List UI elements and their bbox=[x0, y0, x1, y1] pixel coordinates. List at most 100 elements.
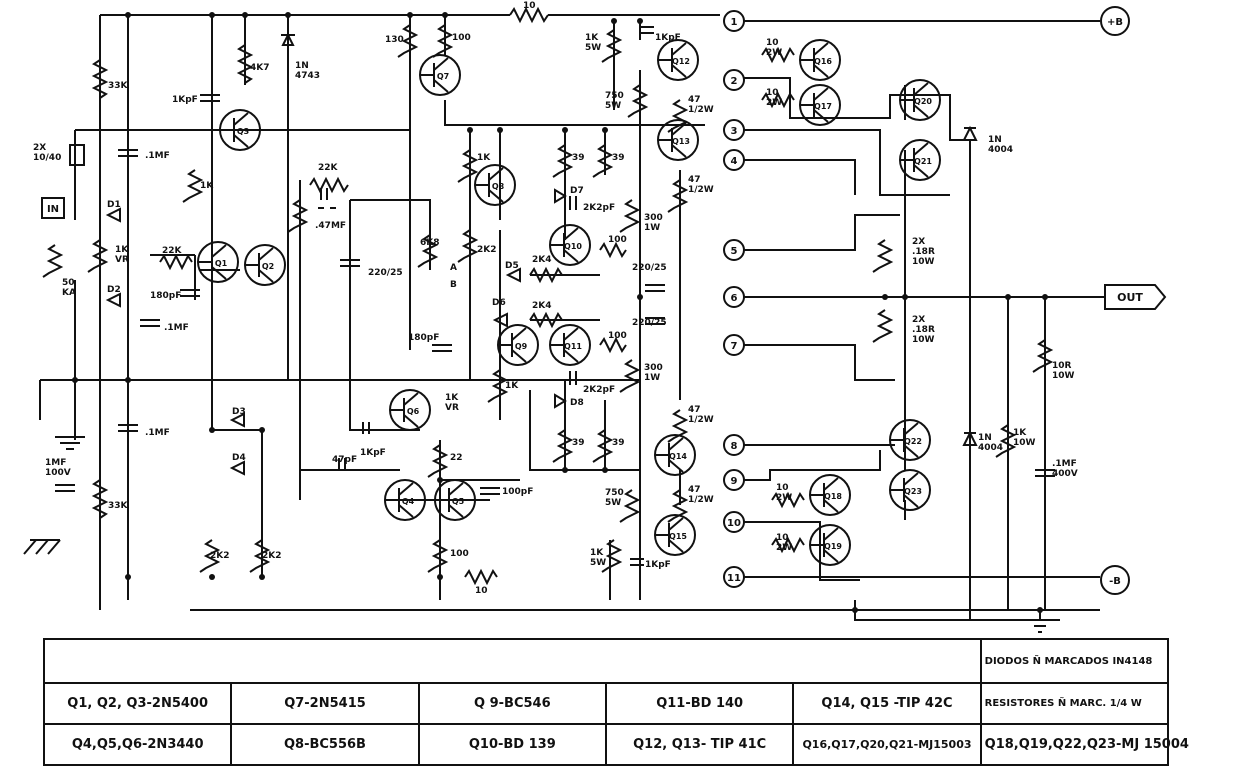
pos-rail-label: +B bbox=[1107, 17, 1123, 28]
component-value: 100pF bbox=[502, 487, 533, 497]
component-value: 39 bbox=[572, 438, 585, 448]
component-value: 2K2pF bbox=[583, 203, 615, 213]
node-label: 3 bbox=[731, 126, 738, 137]
node-label: 11 bbox=[727, 573, 741, 584]
component-value: 39 bbox=[572, 153, 585, 163]
component-value: 1KpF bbox=[645, 560, 671, 570]
node-label: 8 bbox=[731, 441, 738, 452]
parts-table-cell: Q7-2N5415 bbox=[230, 682, 420, 725]
component-value: 10 bbox=[475, 586, 488, 596]
component-value: 10 bbox=[523, 1, 536, 11]
transistor-label: Q17 bbox=[814, 102, 832, 111]
component-value: A bbox=[450, 263, 457, 273]
component-value: 22K bbox=[318, 163, 339, 173]
transistor-label: Q16 bbox=[814, 57, 832, 66]
node-label: 4 bbox=[731, 156, 738, 167]
component-value: 2K4 bbox=[532, 255, 552, 265]
component-value: 100 bbox=[608, 331, 627, 341]
parts-table-row: DIODOS Ñ MARCADOS IN4148 bbox=[43, 638, 1170, 684]
parts-table-cell: RESISTORES Ñ MARC. 1/4 W bbox=[979, 682, 1170, 725]
component-value: 4K7 bbox=[250, 63, 270, 73]
component-value: 1K bbox=[477, 153, 491, 163]
parts-table-cell: Q11-BD 140 bbox=[604, 682, 795, 725]
node-label: 9 bbox=[731, 476, 738, 487]
transistor-label: Q3 bbox=[237, 127, 249, 136]
component-value: D1 bbox=[107, 200, 121, 210]
junctions bbox=[72, 12, 1048, 613]
component-value: 180pF bbox=[150, 291, 181, 301]
neg-rail-label: -B bbox=[1109, 576, 1121, 587]
in-label: IN bbox=[47, 204, 59, 215]
component-value: .1MF bbox=[145, 151, 170, 161]
component-value: D8 bbox=[570, 398, 584, 408]
transistor-label: Q21 bbox=[914, 157, 932, 166]
diodes bbox=[105, 32, 978, 476]
component-value: 2K2 bbox=[210, 551, 230, 561]
component-value: .1MF bbox=[164, 323, 189, 333]
parts-table-cell: Q14, Q15 -TIP 42C bbox=[792, 682, 982, 725]
transistor-label: Q1 bbox=[215, 259, 228, 268]
transistor-label: Q8 bbox=[492, 182, 505, 191]
component-value: 100 bbox=[608, 235, 627, 245]
transistor-label: Q4 bbox=[402, 497, 415, 506]
wiring bbox=[39, 14, 1105, 621]
node-label: 6 bbox=[731, 293, 738, 304]
transistor-label: Q7 bbox=[437, 72, 449, 81]
component-value: 22K bbox=[162, 246, 183, 256]
component-value: D3 bbox=[232, 407, 246, 417]
parts-table-cell: DIODOS Ñ MARCADOS IN4148 bbox=[979, 638, 1170, 684]
node-markers bbox=[41, 6, 1167, 595]
parts-table-cell: Q10-BD 139 bbox=[417, 723, 607, 766]
component-value: 22 bbox=[450, 453, 463, 463]
transistor-label: Q2 bbox=[262, 262, 274, 271]
component-value: D4 bbox=[232, 453, 246, 463]
component-value: 2K2pF bbox=[583, 385, 615, 395]
component-value: 100 bbox=[452, 33, 471, 43]
parts-table-cell: Q1, Q2, Q3-2N5400 bbox=[42, 682, 233, 725]
transistor-label: Q13 bbox=[672, 137, 690, 146]
component-value: B bbox=[450, 280, 457, 290]
component-value: 1K bbox=[505, 381, 519, 391]
transistor-label: Q14 bbox=[669, 452, 687, 461]
component-value: 2K2 bbox=[477, 245, 497, 255]
transistor-label: Q23 bbox=[904, 487, 922, 496]
component-value: 1KpF bbox=[655, 33, 681, 43]
component-value: 1K bbox=[200, 181, 214, 191]
component-value: 39 bbox=[612, 438, 625, 448]
capacitors bbox=[55, 26, 1055, 566]
ground-symbols bbox=[23, 436, 1050, 633]
component-value: .1MF bbox=[145, 428, 170, 438]
component-value: 130 bbox=[385, 35, 404, 45]
component-value: 2K2 bbox=[262, 551, 282, 561]
transistor-label: Q6 bbox=[407, 407, 420, 416]
parts-table-cell: Q4,Q5,Q6-2N3440 bbox=[42, 723, 233, 766]
parts-table-cell: Q12, Q13- TIP 41C bbox=[604, 723, 795, 766]
node-label: 1 bbox=[731, 17, 738, 28]
component-value: 1KpF bbox=[172, 95, 198, 105]
